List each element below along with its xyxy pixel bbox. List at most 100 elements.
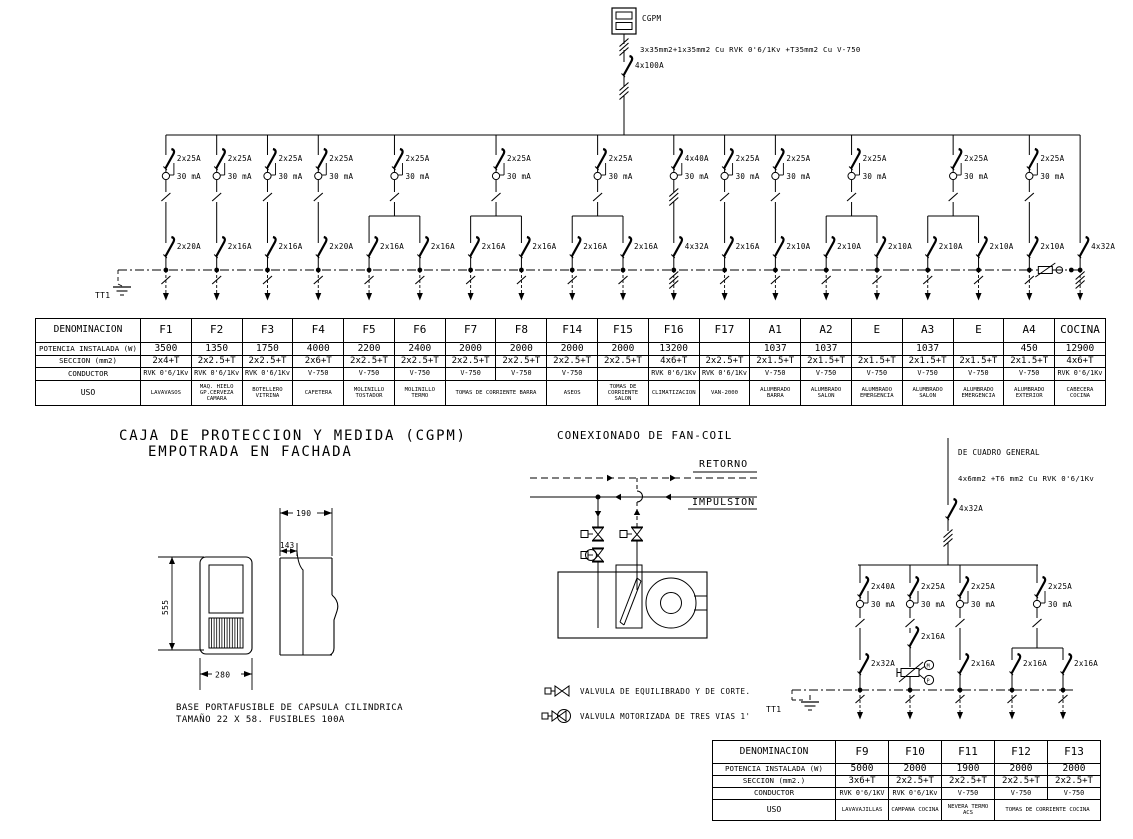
svg-text:555: 555 — [161, 600, 170, 615]
cgpm-caption-line2: TAMAÑO 22 X 58. FUSIBLES 100A — [176, 715, 345, 725]
table-cell: 2x2.5+T — [495, 355, 548, 368]
table-cell: V-750 — [343, 367, 395, 381]
table-cell: ASEOS — [546, 380, 599, 406]
table-cell: V-750 — [546, 367, 599, 381]
table-cell: RVK 0'6/1Kv — [888, 787, 942, 800]
table-cell: RVK 0'6/1KV — [835, 787, 889, 800]
table-cell: V-750 — [1047, 787, 1101, 800]
svg-text:CGPM: CGPM — [642, 14, 661, 23]
row-header: SECCION (mm2.) — [712, 775, 836, 788]
row-header: CONDUCTOR — [35, 367, 141, 381]
svg-text:2x16A: 2x16A — [634, 242, 658, 251]
table-cell: 3500 — [140, 342, 192, 356]
svg-text:2x10A: 2x10A — [786, 242, 810, 251]
svg-text:2x16A: 2x16A — [431, 242, 455, 251]
table-cell: F5 — [343, 318, 395, 343]
svg-text:2x25A: 2x25A — [177, 154, 201, 163]
table-cell — [597, 367, 649, 381]
svg-text:280: 280 — [215, 671, 230, 680]
svg-text:2x25A: 2x25A — [736, 154, 760, 163]
table-cell: F7 — [444, 318, 497, 343]
table-cell: ALUMBRADO EMERGENCIA — [952, 380, 1005, 406]
svg-text:30 mA: 30 mA — [871, 600, 895, 609]
table-cell: ALUMBRADO SALON — [800, 380, 852, 406]
table-cell: 2000 — [546, 342, 599, 356]
table-cell: 13200 — [647, 342, 700, 356]
svg-text:30 mA: 30 mA — [964, 172, 988, 181]
table-cell: A1 — [749, 318, 802, 343]
row-header: DENOMINACION — [35, 318, 141, 343]
svg-text:2x16A: 2x16A — [1074, 659, 1098, 668]
table-cell: MOLINILLO TOSTADOR — [343, 380, 395, 406]
table-cell: F2 — [190, 318, 243, 343]
table-cell: 2000 — [1047, 763, 1101, 776]
table-cell: RVK 0'6/1Kv — [647, 367, 700, 381]
table-cell: 2x2.5+T — [393, 355, 446, 368]
table-cell: V-750 — [495, 367, 548, 381]
table-cell: V-750 — [850, 367, 903, 381]
table-cell: A2 — [800, 318, 852, 343]
svg-text:2x16A: 2x16A — [228, 242, 252, 251]
legend-motor-valve-label: VALVULA MOTORIZADA DE TRES VIAS 1' — [580, 711, 751, 721]
table-cell: ALUMBRADO SALON — [901, 380, 954, 406]
svg-text:30 mA: 30 mA — [863, 172, 887, 181]
table-cell: RVK 0'6/1Kv — [241, 367, 294, 381]
svg-text:30 mA: 30 mA — [329, 172, 353, 181]
svg-text:2x10A: 2x10A — [939, 242, 963, 251]
table-cell: V-750 — [292, 367, 345, 381]
fancoil-title: CONEXIONADO DE FAN-COIL — [557, 429, 733, 442]
table-cell: 2x2.5+T — [241, 355, 294, 368]
svg-text:30 mA: 30 mA — [177, 172, 201, 181]
table-cell — [850, 342, 903, 356]
table-cell: E — [850, 318, 903, 343]
table-cell: 5000 — [835, 763, 889, 776]
svg-text:30 mA: 30 mA — [685, 172, 709, 181]
table-cell: 2x6+T — [292, 355, 345, 368]
svg-text:30 mA: 30 mA — [1040, 172, 1064, 181]
table-cell: 1900 — [941, 763, 995, 776]
svg-text:2x25A: 2x25A — [786, 154, 810, 163]
cgpm-caption-line1: BASE PORTAFUSIBLE DE CAPSULA CILINDRICA — [176, 703, 403, 713]
svg-text:2x25A: 2x25A — [1048, 582, 1072, 591]
svg-text:2x16A: 2x16A — [380, 242, 404, 251]
legend-row-balancing-valve: VALVULA DE EQUILIBRADO Y DE CORTE. — [544, 684, 751, 698]
table-cell: 2x1.5+T — [800, 355, 852, 368]
svg-text:2x25A: 2x25A — [1040, 154, 1064, 163]
table-cell: F4 — [292, 318, 345, 343]
svg-text:DE CUADRO GENERAL: DE CUADRO GENERAL — [958, 448, 1040, 457]
table-cell: CAMPANA COCINA — [888, 799, 942, 821]
table-cell: F3 — [241, 318, 294, 343]
table-cell: F9 — [835, 740, 889, 764]
svg-text:2x25A: 2x25A — [329, 154, 353, 163]
table-cell: 2x2.5+T — [546, 355, 599, 368]
svg-text:4x32A: 4x32A — [685, 242, 709, 251]
table-cell: F12 — [994, 740, 1048, 764]
svg-text:2x25A: 2x25A — [278, 154, 302, 163]
table-cell: 12900 — [1054, 342, 1106, 356]
table-cell: 4x6+T — [647, 355, 700, 368]
table-cell: CAFETERA — [292, 380, 345, 406]
table-cell: 2000 — [888, 763, 942, 776]
balancing-valve-icon — [544, 685, 570, 697]
table-cell: 450 — [1003, 342, 1056, 356]
table-cell: F16 — [647, 318, 700, 343]
table-cell: 2x4+T — [140, 355, 192, 368]
svg-text:4x100A: 4x100A — [635, 61, 664, 70]
table-cell: RVK 0'6/1Kv — [698, 367, 751, 381]
table-cell: F1 — [140, 318, 192, 343]
table-cell: NEVERA TERMO ACS — [941, 799, 995, 821]
svg-text:2x25A: 2x25A — [921, 582, 945, 591]
table-cell: CABECERA COCINA — [1054, 380, 1106, 406]
table-cell: 2000 — [444, 342, 497, 356]
row-header: POTENCIA INSTALADA (W) — [35, 342, 141, 356]
table-cell: 2x1.5+T — [1003, 355, 1056, 368]
table-cell: 4000 — [292, 342, 345, 356]
table-cell: 2x2.5+T — [994, 775, 1048, 788]
table-cell: 2x1.5+T — [749, 355, 802, 368]
table-cell: 2200 — [343, 342, 395, 356]
svg-text:30 mA: 30 mA — [971, 600, 995, 609]
